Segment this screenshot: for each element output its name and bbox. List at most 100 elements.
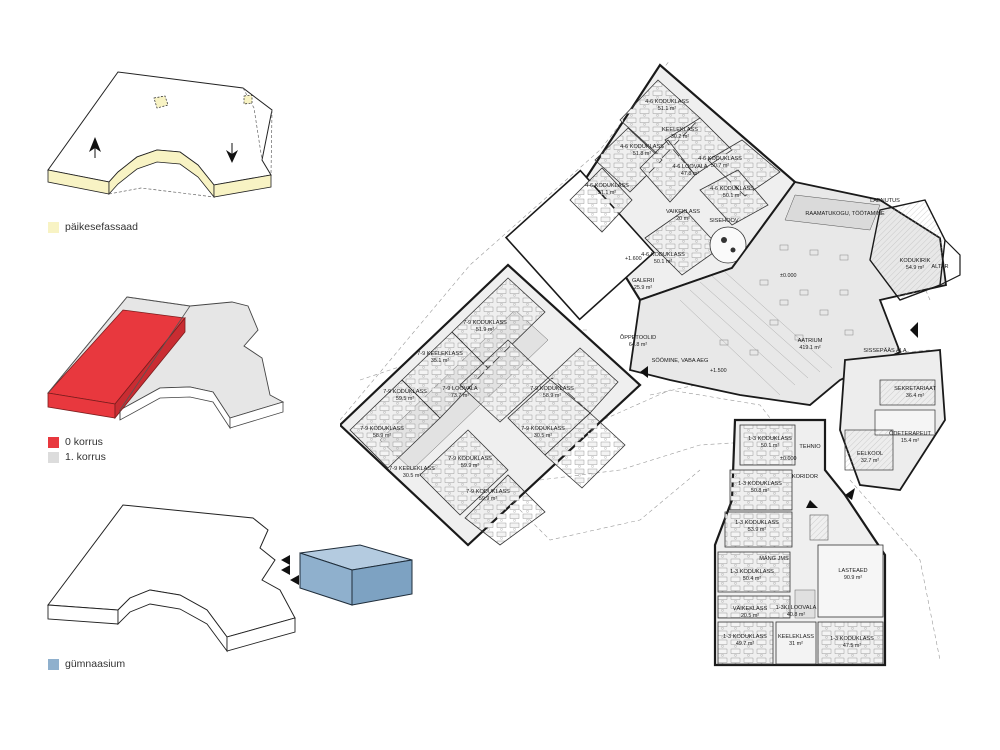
room-label: 7-9 LOOVALA xyxy=(442,386,478,392)
legend-gymnasium: gümnaasium xyxy=(48,658,125,670)
room-label: 7-9 KODUKLASS xyxy=(448,456,492,462)
legend-label-solar-facade: päikesefassaad xyxy=(65,221,138,233)
room-label: 1-3 KODUKLASS xyxy=(748,436,792,442)
arrow-icon xyxy=(281,555,290,565)
arrow-icon xyxy=(281,565,290,575)
room-label: 7-9 KODUKLASS xyxy=(530,386,574,392)
level-marker: +1.500 xyxy=(710,368,727,374)
room-area: 32.7 m² xyxy=(861,458,879,464)
admin-block xyxy=(839,349,946,491)
room-label: 7-9 KODUKLASS xyxy=(383,389,427,395)
exit-arrow-icon xyxy=(226,150,238,163)
room-label: 4-6 KODUKLASS xyxy=(585,183,629,189)
plan-annotation: LAENUTUS xyxy=(870,198,900,204)
legend-label-floor-1: 1. korrus xyxy=(65,451,106,463)
room-label: 1-3KI LOOVALA xyxy=(776,605,817,611)
room-label: 1-3 KODUKLASS xyxy=(723,634,767,640)
legend-label-floor-0: 0 korrus xyxy=(65,436,103,448)
wing-7-9 xyxy=(340,263,642,547)
room-label: VAIKEKLASS xyxy=(666,209,700,215)
room-area: 90.9 m² xyxy=(844,575,862,581)
room-area: 59.5 m² xyxy=(396,396,414,402)
room-label: 1-3 KODUKLASS xyxy=(830,636,874,642)
legend-swatch-floor-0 xyxy=(48,436,59,448)
room-label: 7-9 KEELEKLASS xyxy=(389,466,435,472)
arrow-icon xyxy=(290,575,299,585)
legend-floor-0: 0 korrus xyxy=(48,436,103,448)
room-area: 50.4 m² xyxy=(743,576,761,582)
room-label: 4-6 KODUKLASS xyxy=(698,156,742,162)
entrance-arrow-icon xyxy=(910,322,918,338)
room-label: AATRIUM xyxy=(798,338,823,344)
atrium xyxy=(628,180,961,406)
room-area: 30.5 m² xyxy=(403,473,421,479)
entrance-arrow-icon xyxy=(806,500,818,508)
entrance-arrow-icon xyxy=(640,366,648,378)
room-area: 50.1 m² xyxy=(654,259,672,265)
room-area: 53.9 m² xyxy=(748,527,766,533)
plan-annotation: KORIDOR xyxy=(792,474,818,480)
room-label: 4-6 KODUKLASS xyxy=(641,252,685,258)
room-area: 50.1 m² xyxy=(723,193,741,199)
room-label: LASTEAED xyxy=(838,568,867,574)
legend-swatch-solar-facade xyxy=(48,221,59,233)
floors-diagram xyxy=(47,296,285,430)
room-area: 50.8 m² xyxy=(751,488,769,494)
room-label: SEKRETARIAAT xyxy=(894,386,936,392)
room-label: 1-3 KODUKLASS xyxy=(735,520,779,526)
room-area: 73.7 m² xyxy=(451,393,469,399)
legend-solar-facade: päikesefassaad xyxy=(48,221,138,233)
room-area: 50.7 m² xyxy=(711,163,729,169)
room-label: 4-6 LOOVALA xyxy=(672,164,708,170)
plan-annotation: MÄNG JMS xyxy=(759,555,789,562)
room-label: 1-3 KODUKLASS xyxy=(738,481,782,487)
room-label: ÕPPETOOLID xyxy=(620,334,656,341)
room-label: KEELEKLASS xyxy=(662,127,698,133)
room-area: 25.9 m² xyxy=(634,285,652,291)
wing-1-3 xyxy=(713,418,887,667)
room-label: 7-9 KODUKLASS xyxy=(360,426,404,432)
room-area: 49.7 m² xyxy=(736,641,754,647)
entrance-arrow-icon xyxy=(89,137,101,152)
room-area: 58.9 m² xyxy=(373,433,391,439)
plan-annotation: SISEHOOV xyxy=(709,218,738,224)
room-area: 35.1 m² xyxy=(431,358,449,364)
legend-floor-1: 1. korrus xyxy=(48,451,106,463)
wing-4-6 xyxy=(504,63,797,321)
room-area: 59.9 m² xyxy=(461,463,479,469)
plan-annotation: ALTAR xyxy=(931,264,948,270)
room-area: 36.4 m² xyxy=(906,393,924,399)
room-label: 7-9 KODUKLASS xyxy=(521,426,565,432)
room-area: 20.5 m² xyxy=(741,613,759,619)
level-marker: ±0.000 xyxy=(780,273,796,279)
room-label: 1-3 KODUKLASS xyxy=(730,569,774,575)
room-label: SÖÖMINE, VABA AEG xyxy=(652,357,709,364)
entrance-arrow-icon xyxy=(845,488,855,500)
room-area: 51.9 m² xyxy=(476,327,494,333)
room-area: 15.4 m² xyxy=(901,438,919,444)
room-label: EELKOOL xyxy=(857,451,883,457)
room-label: 7-9 KEELEKLASS xyxy=(417,351,463,357)
solar-facade-diagram xyxy=(47,71,273,199)
room-label: KODUKIRIK xyxy=(900,258,931,264)
room-label: 4-6 KODUKLASS xyxy=(620,144,664,150)
room-area: 419.1 m² xyxy=(799,345,820,351)
room-label: 7-9 KODUKLASS xyxy=(463,320,507,326)
room-area: 40.8 m² xyxy=(787,612,805,618)
room-label: 4-6 KODUKLASS xyxy=(710,186,754,192)
room-label: GALERII xyxy=(632,278,655,284)
level-marker: ±0.000 xyxy=(780,456,796,462)
room-label: KEELEKLASS xyxy=(778,634,814,640)
room-area: 47.8 m² xyxy=(681,171,699,177)
plan-annotation: TEHNIO xyxy=(799,444,821,450)
gymnasium-diagram xyxy=(47,504,413,653)
room-area: 64.8 m² xyxy=(629,342,647,348)
room-label: 7-9 KODUKLASS xyxy=(466,489,510,495)
room-area: 51.1 m² xyxy=(658,106,676,112)
room-area: 51.8 m² xyxy=(633,151,651,157)
room-label: 4-6 KODUKLASS xyxy=(645,99,689,105)
axonometric-diagrams xyxy=(47,71,413,653)
room-label: RAAMATUKOGU, TÖÖTAMINE xyxy=(805,210,885,217)
